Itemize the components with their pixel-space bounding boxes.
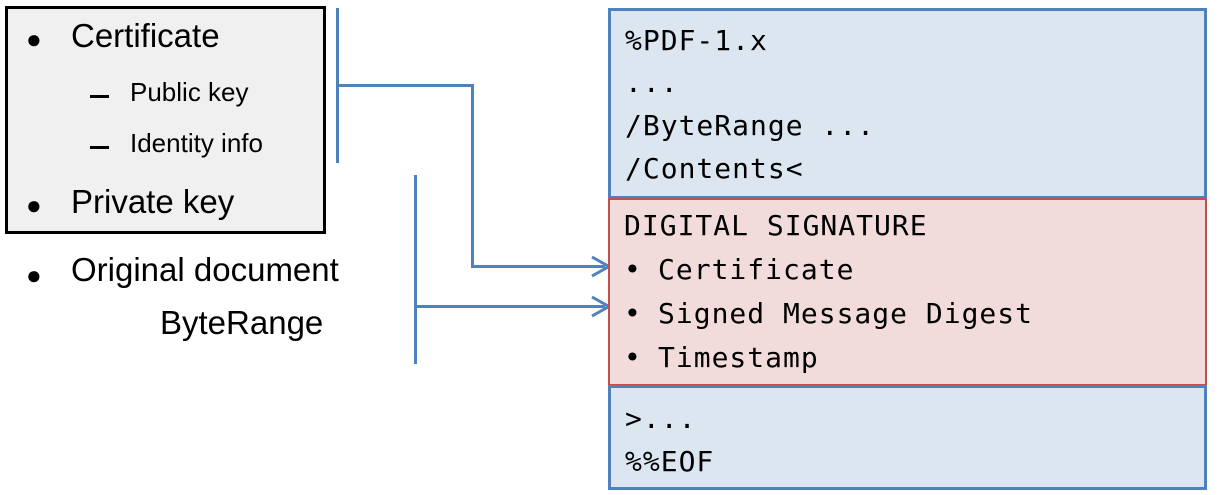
pdf-signature-item-timestamp: Timestamp: [658, 341, 819, 374]
connector-brace-2-vertical: [414, 175, 417, 364]
dash-marker-identity-info: [90, 146, 109, 149]
bullet-marker-sig-certificate: •: [624, 253, 641, 286]
bullet-marker-certificate: ●: [26, 24, 42, 54]
connector-brace-1-stub: [336, 84, 474, 87]
signer-item-certificate: Certificate: [71, 17, 220, 54]
signer-item-public-key: Public key: [130, 77, 249, 107]
pdf-signature-title: DIGITAL SIGNATURE: [624, 209, 928, 242]
signer-item-identity-info: Identity info: [130, 128, 263, 158]
pdf-trailer-line-2: %%EOF: [625, 445, 715, 478]
pdf-header-line-2: ...: [625, 66, 679, 99]
bullet-marker-sig-timestamp: •: [624, 341, 641, 374]
pdf-signature-item-signed-message-digest: Signed Message Digest: [658, 297, 1034, 330]
bullet-marker-private-key: ●: [26, 190, 42, 220]
outside-item-byterange: ByteRange: [160, 304, 324, 341]
dash-marker-public-key: [90, 95, 109, 98]
pdf-header-line-3: /ByteRange ...: [625, 109, 876, 142]
pdf-header-line-4: /Contents<: [625, 152, 804, 185]
connector-arrow-1-shaft: [471, 265, 605, 268]
connector-arrow-2-shaft: [414, 305, 605, 308]
pdf-signature-block: DIGITAL SIGNATURE • Certificate • Signed…: [608, 198, 1207, 386]
bullet-marker-original-document: ●: [26, 260, 42, 290]
pdf-header-line-1: %PDF-1.x: [625, 24, 768, 57]
pdf-signature-item-certificate: Certificate: [658, 253, 855, 286]
connector-brace-1-drop: [471, 84, 474, 267]
pdf-trailer-line-1: >...: [625, 402, 697, 435]
outside-item-original-document: Original document: [71, 251, 339, 288]
pdf-trailer-block: >... %%EOF: [608, 385, 1207, 490]
signer-item-private-key: Private key: [71, 183, 235, 220]
pdf-header-block: %PDF-1.x ... /ByteRange ... /Contents<: [608, 8, 1207, 199]
signer-credentials-box: [5, 6, 326, 234]
bullet-marker-sig-digest: •: [624, 297, 641, 330]
